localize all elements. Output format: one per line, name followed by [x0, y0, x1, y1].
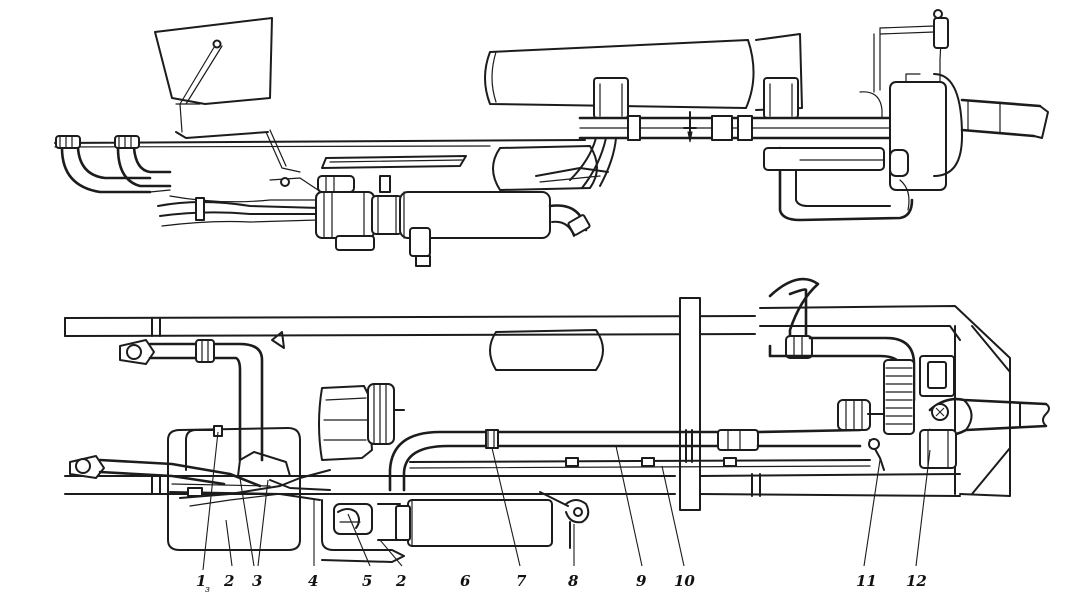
callout-2b: 2 — [395, 572, 406, 590]
leader-1 — [202, 431, 219, 571]
callout-1: 1 — [196, 572, 206, 590]
plan-air-tank — [489, 329, 604, 371]
plan-muffler — [377, 491, 569, 547]
leader-12 — [915, 449, 931, 567]
side-pipe-bundle-left — [157, 177, 321, 227]
cab-seat-outline — [154, 17, 301, 173]
side-outlet-assembly — [859, 9, 1049, 191]
plan-cable-line — [409, 429, 871, 469]
callout-9: 9 — [636, 572, 647, 590]
plan-clamp-assembly — [321, 499, 405, 563]
callout-11: 11 — [856, 572, 877, 590]
callout-6: 6 — [460, 572, 471, 590]
leader-5 — [347, 513, 371, 567]
leader-9 — [615, 445, 643, 567]
callout-5: 5 — [362, 572, 372, 590]
leader-3b — [257, 479, 269, 567]
callout-2a: 2 — [223, 572, 234, 590]
callout-7: 7 — [516, 572, 527, 590]
callout-leader-lines — [202, 431, 931, 571]
plan-pipe-bundle — [169, 469, 331, 507]
callout-4: 4 — [308, 572, 318, 590]
side-platform-plate — [321, 155, 467, 169]
leader-3a — [239, 477, 255, 567]
plan-front-exhaust-left — [69, 455, 262, 488]
callout-labels: 1 з 2 3 4 5 2 6 7 8 9 10 11 12 — [196, 572, 927, 595]
front-exhaust-elbows — [55, 135, 172, 194]
leader-2a — [225, 519, 233, 567]
plan-tail-clamp — [565, 499, 590, 549]
callout-8: 8 — [568, 572, 579, 590]
callout-12: 12 — [906, 572, 927, 590]
leader-11 — [863, 459, 881, 567]
plan-frame-rails — [64, 305, 1011, 497]
callout-10: 10 — [674, 572, 695, 590]
leader-7 — [491, 447, 521, 567]
plan-view: 1 з 2 3 4 5 2 6 7 8 9 10 11 12 — [64, 277, 1050, 595]
side-main-pipe-right — [569, 111, 902, 189]
side-down-pipes — [763, 146, 914, 222]
plan-fuel-tank — [167, 427, 301, 551]
leader-10 — [661, 465, 685, 567]
side-muffler-assembly — [315, 175, 591, 267]
callout-1-subscript: з — [205, 585, 210, 595]
side-cylinder-tank — [484, 33, 803, 119]
plan-small-bend — [185, 429, 219, 471]
plan-brake-drum — [318, 383, 405, 461]
side-elevation-view — [54, 9, 1049, 267]
plan-crossmember — [679, 297, 701, 511]
callout-3: 3 — [252, 572, 262, 590]
leader-2b — [379, 539, 403, 567]
plan-front-exhaust-inlet — [119, 331, 291, 477]
